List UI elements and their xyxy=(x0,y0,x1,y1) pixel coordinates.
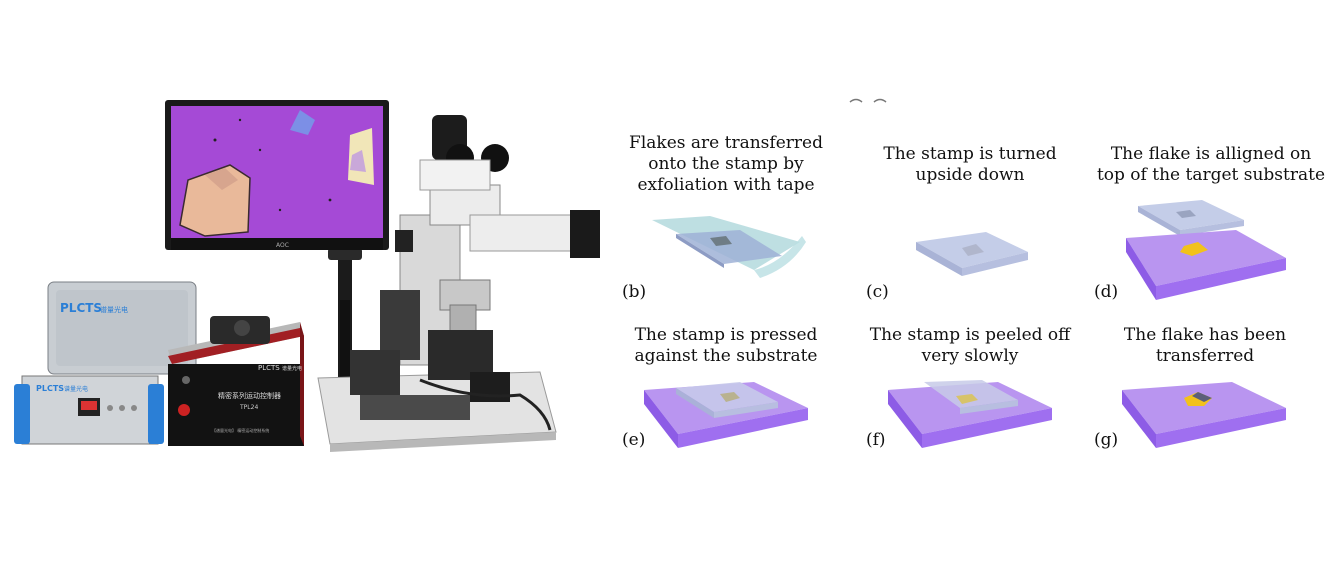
caption-e: The stamp is pressed against the substra… xyxy=(634,325,818,366)
box2-brand: PLCTS xyxy=(36,384,64,393)
panel-label-c: (c) xyxy=(866,282,889,302)
box1-brand-cn: 谱量光电 xyxy=(100,305,128,314)
panel-label-d: (d) xyxy=(1094,282,1119,302)
illustration-b xyxy=(652,216,806,278)
panel-label-b: (b) xyxy=(622,282,647,302)
caption-f: The stamp is peeled off very slowly xyxy=(869,325,1071,366)
controller-footer: 【谱量光电】 精密运动控制系统 xyxy=(212,427,269,433)
controller-brand: PLCTS xyxy=(258,364,280,372)
controller-brand-cn: 谱量光电 xyxy=(282,365,302,372)
panel-label-f: (f) xyxy=(866,430,886,450)
controller-title: 精密系列运动控制器 xyxy=(218,391,281,400)
caption-b: Flakes are transferred onto the stamp by… xyxy=(629,133,823,195)
illustration-d xyxy=(1126,200,1286,300)
box2-brand-cn: 谱量光电 xyxy=(64,385,88,393)
panel-label-e: (e) xyxy=(622,430,646,450)
controller-model: TPL24 xyxy=(239,404,258,411)
transfer-system-photo: AOC PLCTS 谱量光电 PLCTS 谱量光电 xyxy=(14,100,600,452)
illustration-f xyxy=(888,380,1052,448)
monitor-brand: AOC xyxy=(276,242,289,249)
monitor: AOC xyxy=(165,100,389,250)
illustration-c xyxy=(916,232,1028,276)
temperature-controller-box: PLCTS 谱量光电 xyxy=(14,375,164,445)
motion-controller: PLCTS 谱量光电 精密系列运动控制器 TPL24 【谱量光电】 精密运动控制… xyxy=(168,316,304,446)
top-mark xyxy=(849,98,887,103)
box1-brand: PLCTS xyxy=(60,301,102,315)
panel-label-g: (g) xyxy=(1094,430,1119,450)
power-box: PLCTS 谱量光电 xyxy=(47,281,197,375)
illustration-g xyxy=(1122,382,1286,448)
illustration-e xyxy=(644,382,808,448)
caption-c: The stamp is turned upside down xyxy=(883,144,1057,185)
caption-g: The flake has been transferred xyxy=(1123,325,1287,366)
caption-d: The flake is alligned on top of the targ… xyxy=(1096,144,1326,185)
